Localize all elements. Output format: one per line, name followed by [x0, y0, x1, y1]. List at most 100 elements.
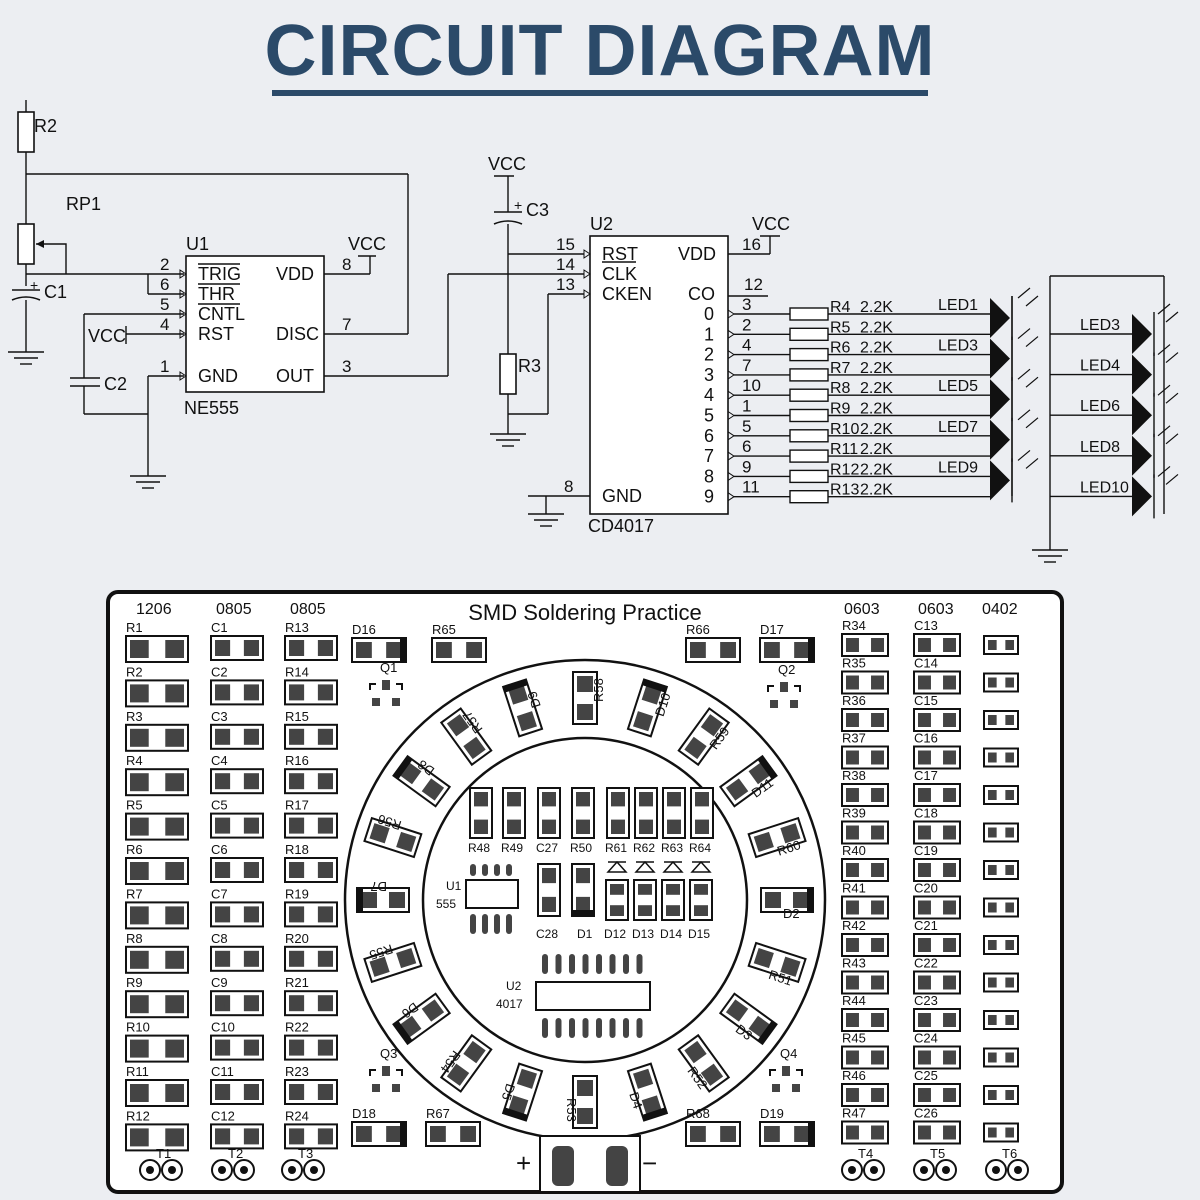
pad	[770, 700, 778, 708]
pad	[1005, 640, 1014, 650]
led-light-arrows	[1157, 384, 1179, 404]
component-label: R43	[842, 956, 866, 971]
resistor-value: 2.2K	[860, 461, 893, 478]
pad	[695, 819, 709, 834]
potentiometer-rp1	[17, 223, 35, 265]
pad	[569, 1018, 575, 1038]
footprint-r48	[469, 787, 493, 839]
component-label: D18	[352, 1106, 376, 1121]
footprint-c10	[210, 1034, 264, 1061]
footprint-0402	[983, 972, 1019, 993]
pad	[165, 1084, 184, 1102]
footprint-r61	[606, 787, 630, 839]
pad	[215, 728, 231, 745]
pad	[694, 905, 708, 916]
led-led10	[1132, 476, 1152, 517]
footprint-r43	[841, 970, 889, 995]
pad	[871, 750, 884, 765]
pin-arrow	[727, 329, 735, 340]
component-label: D16	[352, 622, 376, 637]
component-label: C24	[914, 1031, 938, 1046]
test-point-hole	[870, 1166, 878, 1174]
resistor-r7	[789, 368, 829, 382]
package-header: 0805	[216, 601, 252, 618]
footprint-c22	[913, 970, 961, 995]
pad	[943, 1088, 956, 1102]
pad	[555, 954, 562, 974]
test-point-label: T5	[930, 1146, 945, 1161]
footprint-r8	[125, 945, 189, 974]
led-label: LED5	[938, 378, 978, 395]
led-label: LED3	[1080, 317, 1120, 334]
ic-u1-pin-name: VDD	[276, 264, 314, 284]
pad	[846, 1088, 859, 1102]
pad	[582, 1018, 589, 1038]
component-label: R9	[126, 975, 143, 990]
component-label: C22	[914, 956, 938, 971]
pad	[943, 825, 956, 840]
pad	[369, 823, 390, 844]
pad	[506, 914, 512, 934]
component-label: D1	[577, 927, 593, 941]
pad	[782, 1066, 790, 1076]
test-point-label: T1	[156, 1146, 171, 1161]
ic-u1-pin-number: 8	[342, 255, 351, 274]
pad	[482, 914, 488, 934]
pad	[215, 995, 231, 1012]
led-led3	[990, 338, 1010, 379]
pad	[871, 713, 884, 727]
pad	[494, 914, 500, 934]
ic-u2-output-name: 6	[704, 426, 714, 446]
pad	[317, 1128, 333, 1145]
component-label: C11	[211, 1064, 234, 1079]
pad	[289, 817, 305, 834]
component-label: R65	[432, 622, 456, 637]
component-label: C25	[914, 1068, 938, 1083]
component-label: R48	[468, 841, 490, 855]
led-led6	[1132, 395, 1152, 436]
footprint-r5	[125, 812, 189, 841]
ic-u2-output-name: 8	[704, 466, 714, 486]
footprint-c19	[913, 858, 961, 882]
resistor-r12	[789, 469, 829, 484]
pad	[623, 1018, 629, 1038]
component-label: R46	[842, 1068, 866, 1083]
pad	[988, 677, 997, 688]
led-light-arrows	[1157, 303, 1179, 323]
footprint-r39	[841, 820, 889, 845]
pin-arrow	[727, 390, 735, 401]
pad	[609, 1018, 616, 1038]
footprint-r49	[502, 787, 526, 839]
test-point-label: T6	[1002, 1146, 1017, 1161]
pad	[753, 831, 774, 852]
package-header: 0603	[844, 601, 880, 618]
ic-label: U2	[506, 979, 522, 993]
footprint-r18	[284, 857, 338, 883]
led-label: LED3	[938, 338, 978, 355]
footprint-r47	[841, 1120, 889, 1145]
footprint-outline	[769, 1069, 803, 1076]
resistor-r4	[789, 307, 829, 321]
component-label: R12	[126, 1108, 150, 1123]
resistor-r11	[789, 449, 829, 463]
pad	[846, 1050, 859, 1065]
pad	[871, 900, 884, 915]
pad	[446, 1063, 470, 1086]
ic-u1-pin-number: 3	[342, 357, 351, 376]
component-label: R11	[126, 1064, 149, 1079]
footprint-c6	[210, 857, 264, 883]
ic-u2-pin-name: GND	[602, 486, 642, 506]
footprint-r12	[125, 1123, 189, 1152]
pad	[130, 640, 149, 658]
pad	[317, 995, 333, 1012]
pad	[317, 1039, 333, 1056]
led-light-arrows	[1017, 368, 1039, 388]
footprint-q4	[769, 1066, 803, 1092]
pad	[165, 773, 184, 792]
pad	[289, 950, 305, 967]
pad	[243, 862, 259, 878]
resistor-r13	[789, 490, 829, 504]
component-label: R61	[605, 841, 627, 855]
pin-arrow	[179, 329, 187, 339]
pin-arrow	[727, 430, 735, 441]
